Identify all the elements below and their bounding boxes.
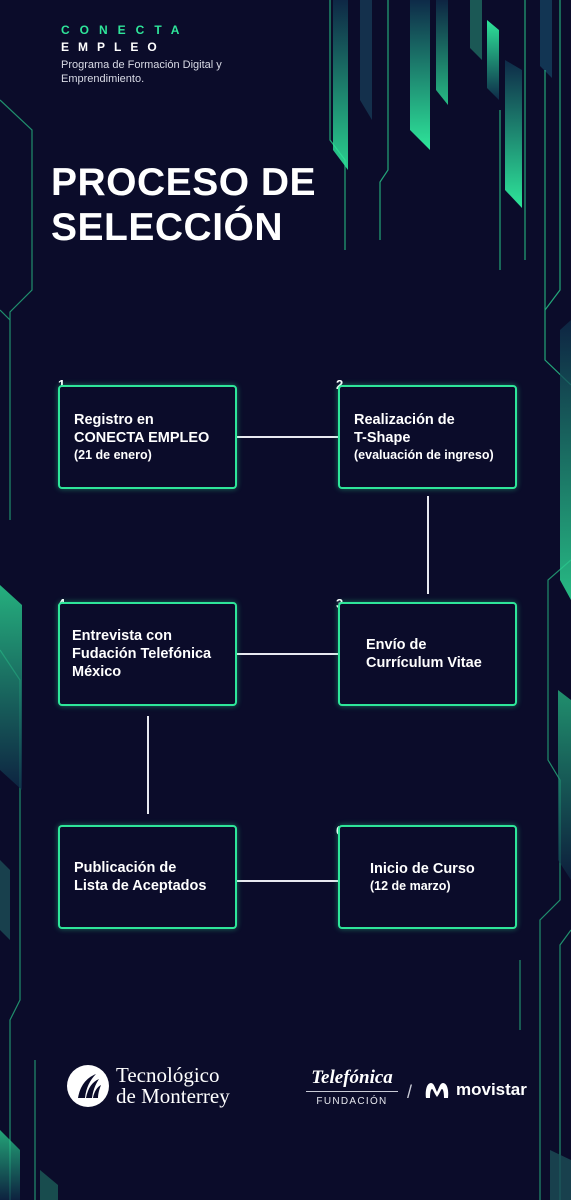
step-date: (21 de enero) <box>74 448 152 462</box>
step-box-t-shape: Realización de T-Shape (evaluación de in… <box>338 385 517 489</box>
tec-name-line-1: Tecnológico <box>116 1063 220 1087</box>
brand-line-empleo: EMPLEO <box>61 40 166 54</box>
step-box-publicacion: Publicación de Lista de Aceptados <box>58 825 237 929</box>
step-text: Lista de Aceptados <box>74 878 207 894</box>
movistar-logo: movistar <box>424 1080 527 1100</box>
step-text: CONECTA EMPLEO <box>74 430 210 446</box>
program-brand: CONECTA EMPLEO Programa de Formación Dig… <box>61 22 251 86</box>
movistar-wordmark: movistar <box>456 1080 527 1099</box>
page-title-line-2: SELECCIÓN <box>51 206 284 249</box>
step-text: México <box>72 664 122 680</box>
step-text: Currículum Vitae <box>366 655 482 671</box>
telefonica-wordmark: Telefónica <box>311 1067 393 1088</box>
page-title: PROCESO DE SELECCIÓN <box>51 160 316 250</box>
step-text: Fudación Telefónica <box>72 646 212 662</box>
step-number: 2 <box>336 377 343 392</box>
step-note: (evaluación de ingreso) <box>354 448 494 462</box>
step-box-registro: Registro en CONECTA EMPLEO (21 de enero) <box>58 385 237 489</box>
brand-line-conecta: CONECTA <box>61 23 190 37</box>
step-text: Entrevista con <box>72 628 172 644</box>
tec-name-line-2: de Monterrey <box>116 1084 230 1108</box>
step-text: Realización de <box>354 412 455 428</box>
brand-subtitle: Programa de Formación Digital y Emprendi… <box>61 59 222 85</box>
step-text: Inicio de Curso <box>370 861 475 877</box>
step-text: Envío de <box>366 637 427 653</box>
step-text: Publicación de <box>74 860 177 876</box>
connector-4-5 <box>147 716 149 814</box>
step-text: Registro en <box>74 412 154 428</box>
connector-5-6 <box>237 880 338 882</box>
step-box-entrevista: Entrevista con Fudación Telefónica Méxic… <box>58 602 237 706</box>
fundacion-telefonica-logo: Telefónica FUNDACIÓN <box>306 1068 398 1107</box>
step-text: T-Shape <box>354 430 411 446</box>
movistar-m-icon <box>425 1083 449 1098</box>
tec-seal-icon <box>67 1065 109 1107</box>
step-number: 1 <box>58 377 65 392</box>
step-box-inicio-curso: Inicio de Curso (12 de marzo) <box>338 825 517 929</box>
connector-1-2 <box>237 436 338 438</box>
telefonica-rule <box>306 1091 398 1092</box>
step-box-curriculum: Envío de Currículum Vitae <box>338 602 517 706</box>
page-title-line-1: PROCESO DE <box>51 161 317 204</box>
connector-3-4 <box>237 653 338 655</box>
logo-separator: / <box>407 1082 413 1102</box>
connector-2-3 <box>427 496 429 594</box>
fundacion-label: FUNDACIÓN <box>316 1096 388 1107</box>
tec-de-monterrey-logo: Tecnológico de Monterrey <box>66 1064 230 1108</box>
step-date: (12 de marzo) <box>370 879 451 893</box>
